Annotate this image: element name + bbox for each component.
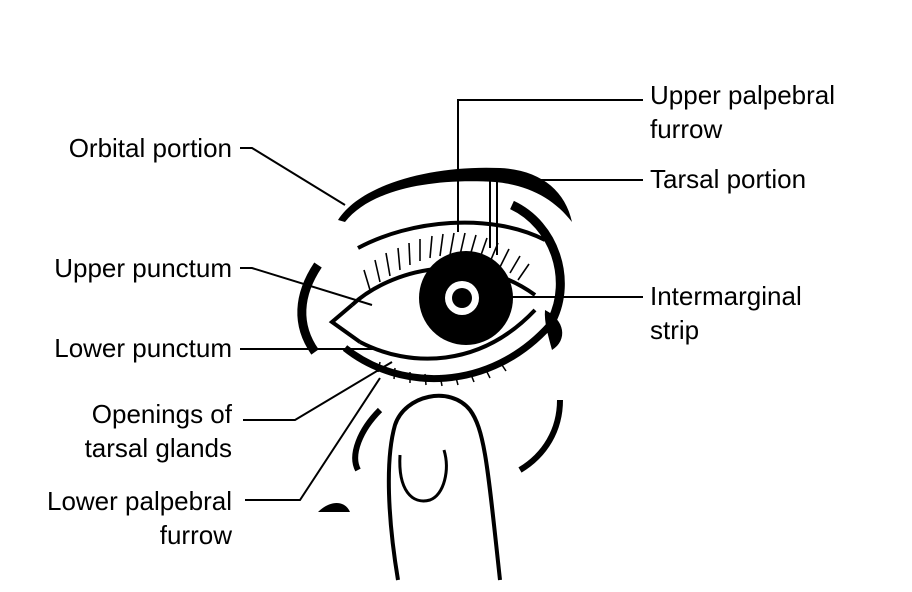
finger (386, 393, 502, 581)
lower-lid-margin (359, 308, 537, 361)
label-lower-palpebral-line1: Lower palpebral (46, 486, 232, 516)
lower-orbital-arc-left (352, 407, 383, 472)
label-upper-palpebral-line1: Upper palpebral (650, 80, 836, 110)
label-tarsal-portion: Tarsal portion (650, 164, 807, 194)
label-orbital-portion: Orbital portion (68, 133, 232, 163)
upper-lid-crease (357, 220, 546, 250)
label-upper-palpebral-line2: furrow (650, 114, 723, 144)
label-intermarginal-line1: Intermarginal (650, 281, 802, 311)
fingernail (398, 449, 448, 503)
eyebrow (338, 167, 572, 222)
label-openings-line1: Openings of (91, 399, 232, 429)
lateral-canthus-shadow (544, 310, 563, 350)
pupil (452, 288, 472, 308)
label-lower-punctum: Lower punctum (54, 333, 232, 363)
leader-tarsal-a (489, 179, 643, 248)
lower-orbital-arc-bottom (318, 503, 350, 512)
label-lower-palpebral-line2: furrow (159, 520, 232, 550)
leader-lower-palpebral (245, 377, 381, 501)
leader-upper-punctum (240, 267, 373, 306)
inner-canthus (328, 303, 362, 344)
orbital-rim-left (297, 262, 322, 355)
leader-upper-palpebral (457, 99, 643, 232)
leader-lines (240, 99, 643, 501)
label-upper-palpebral-furrow: Upper palpebral furrow (650, 78, 835, 146)
label-openings-tarsal-glands: Openings of tarsal glands (20, 397, 232, 465)
lower-orbital-arc-right (518, 399, 563, 473)
label-lower-palpebral-furrow: Lower palpebral furrow (10, 484, 232, 552)
leader-openings-tarsal (243, 361, 393, 421)
leader-orbital-portion (240, 147, 346, 206)
label-intermarginal-line2: strip (650, 315, 700, 345)
label-intermarginal-strip: Intermarginal strip (650, 279, 802, 347)
label-openings-line2: tarsal glands (84, 433, 232, 463)
lower-lid-border (342, 322, 553, 383)
label-upper-punctum: Upper punctum (54, 253, 232, 283)
orbital-rim-right (509, 200, 565, 323)
